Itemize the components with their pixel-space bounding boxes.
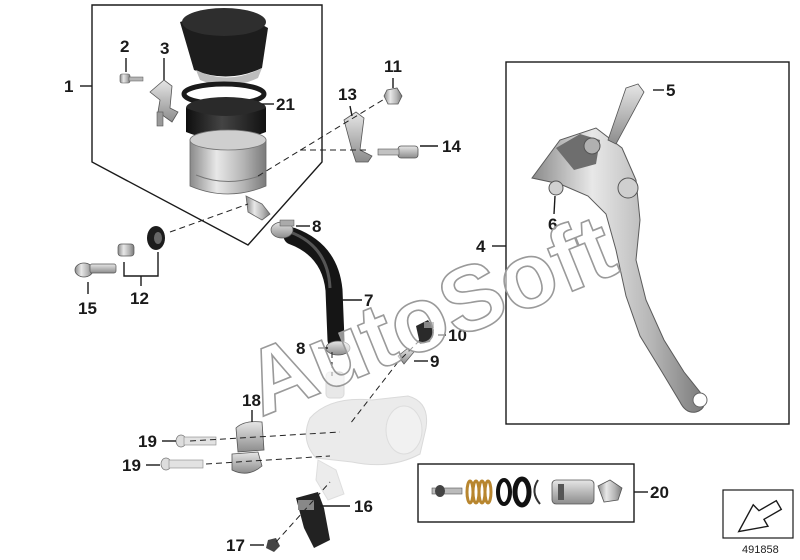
lever-pivot-bolt — [607, 83, 645, 145]
callout-1: 1 — [64, 77, 73, 96]
callout-3: 3 — [160, 39, 169, 58]
clamp-screw-upper — [175, 434, 217, 448]
clamp-screw-lower — [160, 457, 204, 471]
callout-2: 2 — [120, 37, 129, 56]
callout-12: 12 — [130, 289, 149, 308]
callout-14: 14 — [442, 137, 461, 156]
clamp-bracket — [343, 111, 373, 163]
callout-labels: 1 2 3 4 5 6 7 8 8 9 10 11 12 13 14 15 16… — [64, 37, 675, 555]
callout-19-upper: 19 — [138, 432, 157, 451]
callout-16: 16 — [354, 497, 373, 516]
callout-8-lower: 8 — [296, 339, 305, 358]
callout-9: 9 — [430, 352, 439, 371]
reservoir-hose — [283, 227, 345, 349]
callout-5: 5 — [666, 81, 675, 100]
repair-kit-parts — [431, 476, 623, 508]
handlebar-clamp-upper — [235, 421, 265, 453]
reservoir-cap — [180, 8, 268, 86]
callout-4: 4 — [476, 237, 486, 256]
callout-19-lower: 19 — [122, 456, 141, 475]
lever-nut — [548, 180, 564, 196]
clamp-screw — [377, 145, 419, 159]
reservoir-group-frame — [91, 4, 323, 246]
callout-8-upper: 8 — [312, 217, 321, 236]
callout-7: 7 — [364, 291, 373, 310]
grommet-set — [117, 226, 165, 257]
callout-21: 21 — [276, 95, 295, 114]
repair-kit-frame — [417, 463, 635, 523]
callout-17: 17 — [226, 536, 245, 555]
lever-group-frame — [505, 61, 790, 425]
mounting-screw — [74, 262, 117, 278]
leader-lines — [80, 58, 664, 546]
clamp-nut — [383, 87, 403, 105]
reference-number: 491858 — [742, 544, 779, 556]
callout-20: 20 — [650, 483, 669, 502]
bleed-nipple — [397, 347, 415, 365]
reference-arrow-icon — [722, 489, 794, 539]
brake-lever — [531, 127, 708, 413]
callout-13: 13 — [338, 85, 357, 104]
callout-18: 18 — [242, 391, 261, 410]
handlebar-clamp-lower — [231, 451, 263, 474]
callout-15: 15 — [78, 299, 97, 318]
callout-6: 6 — [548, 215, 557, 234]
hose-adapter — [416, 320, 434, 344]
callout-10: 10 — [448, 326, 467, 345]
master-cylinder-body — [305, 371, 428, 501]
hose-clamp-upper — [270, 219, 295, 239]
callout-11: 11 — [384, 57, 402, 76]
reservoir-bracket — [149, 79, 179, 127]
reservoir-body — [189, 129, 271, 221]
assembly-lines — [169, 97, 421, 543]
bracket-bolt — [119, 73, 144, 84]
